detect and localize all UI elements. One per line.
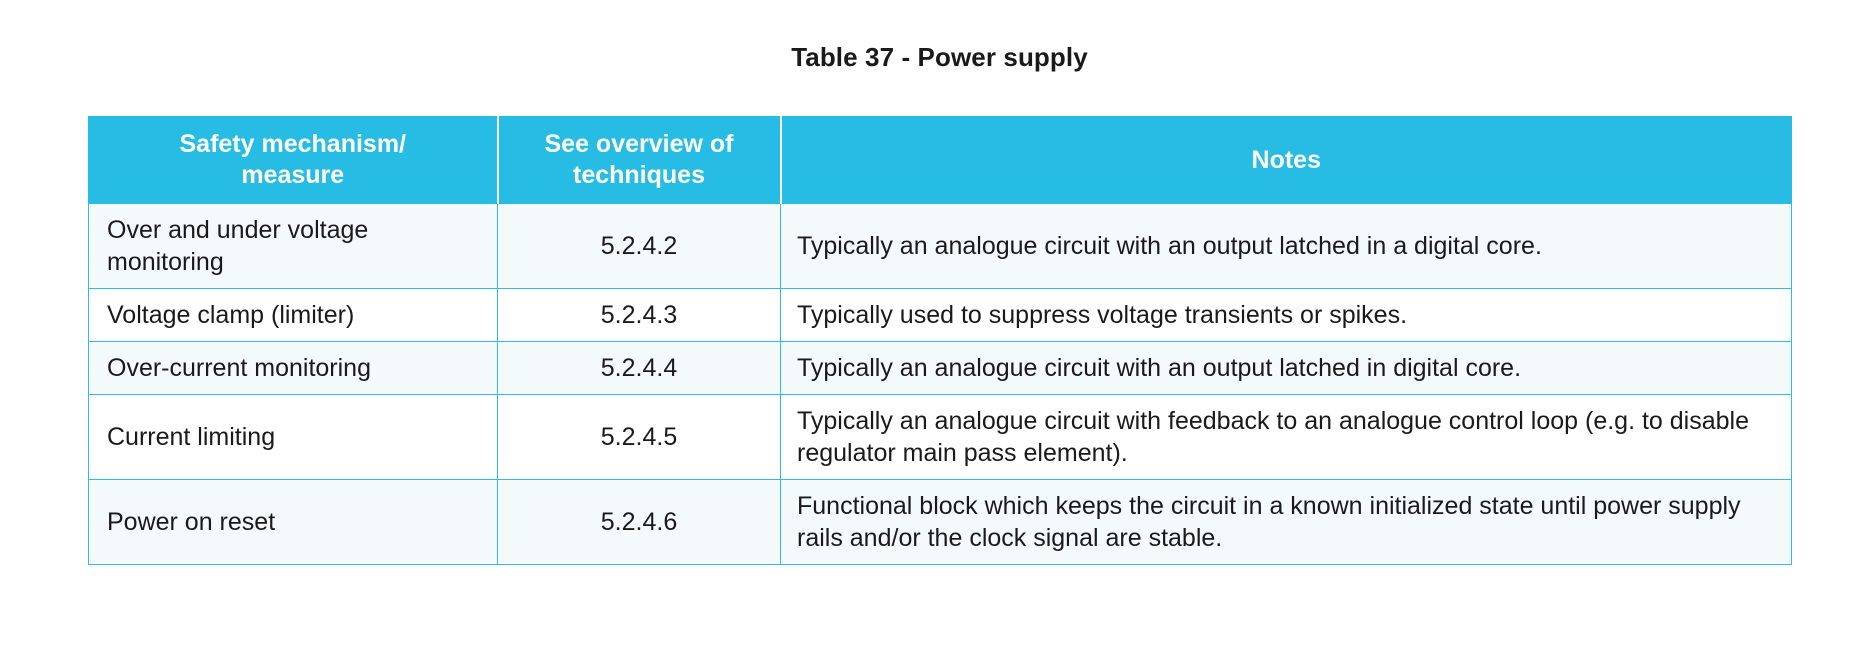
table-row: Power on reset 5.2.4.6 Functional block … bbox=[88, 479, 1792, 565]
table-row: Current limiting 5.2.4.5 Typically an an… bbox=[88, 394, 1792, 480]
column-header-see-overview-line1: See overview of bbox=[544, 130, 734, 158]
table-header-row: Safety mechanism/ measure See overview o… bbox=[88, 116, 1792, 204]
power-supply-table: Safety mechanism/ measure See overview o… bbox=[88, 116, 1792, 565]
table-row: Voltage clamp (limiter) 5.2.4.3 Typicall… bbox=[88, 288, 1792, 342]
cell-overview-reference: 5.2.4.5 bbox=[497, 394, 781, 480]
cell-notes: Typically an analogue circuit with feedb… bbox=[780, 394, 1792, 480]
column-header-safety-mechanism-line1: Safety mechanism/ bbox=[179, 130, 407, 158]
cell-notes: Typically an analogue circuit with an ou… bbox=[780, 203, 1792, 289]
cell-safety-mechanism: Power on reset bbox=[88, 479, 498, 565]
column-header-see-overview-of-techniques: See overview of techniques bbox=[496, 116, 781, 204]
table-body: Over and under voltage monitoring 5.2.4.… bbox=[88, 203, 1792, 565]
cell-notes: Functional block which keeps the circuit… bbox=[780, 479, 1792, 565]
table-row: Over-current monitoring 5.2.4.4 Typicall… bbox=[88, 341, 1792, 395]
cell-safety-mechanism: Voltage clamp (limiter) bbox=[88, 288, 498, 342]
cell-overview-reference: 5.2.4.2 bbox=[497, 203, 781, 289]
cell-overview-reference: 5.2.4.4 bbox=[497, 341, 781, 395]
cell-notes: Typically an analogue circuit with an ou… bbox=[780, 341, 1792, 395]
column-header-safety-mechanism: Safety mechanism/ measure bbox=[88, 116, 498, 204]
cell-safety-mechanism: Over-current monitoring bbox=[88, 341, 498, 395]
column-header-safety-mechanism-line2: measure bbox=[241, 161, 345, 189]
table-caption: Table 37 - Power supply bbox=[791, 42, 1088, 72]
column-header-see-overview-line2: techniques bbox=[573, 161, 705, 189]
table-container: Safety mechanism/ measure See overview o… bbox=[88, 116, 1792, 565]
cell-overview-reference: 5.2.4.3 bbox=[497, 288, 781, 342]
cell-overview-reference: 5.2.4.6 bbox=[497, 479, 781, 565]
cell-notes: Typically used to suppress voltage trans… bbox=[780, 288, 1792, 342]
cell-safety-mechanism: Over and under voltage monitoring bbox=[88, 203, 498, 289]
cell-safety-mechanism: Current limiting bbox=[88, 394, 498, 480]
table-header: Safety mechanism/ measure See overview o… bbox=[88, 116, 1792, 204]
column-header-notes: Notes bbox=[779, 116, 1792, 204]
table-row: Over and under voltage monitoring 5.2.4.… bbox=[88, 203, 1792, 289]
